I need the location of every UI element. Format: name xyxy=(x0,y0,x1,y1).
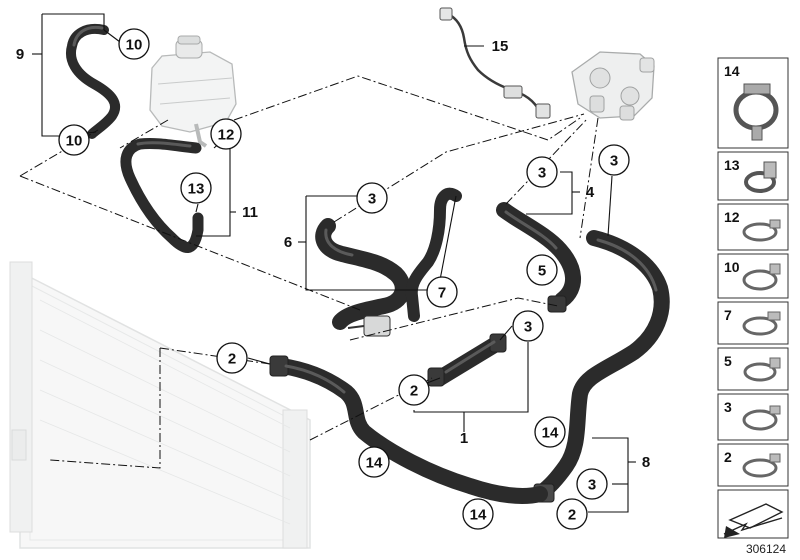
reference-code: 306124 xyxy=(746,542,786,556)
svg-text:10: 10 xyxy=(66,133,83,150)
svg-text:10: 10 xyxy=(126,37,143,54)
radiator xyxy=(9,261,311,549)
svg-text:14: 14 xyxy=(542,425,559,442)
svg-text:13: 13 xyxy=(724,157,740,173)
plain-labels: 9 15 11 4 6 1 8 xyxy=(16,38,650,471)
label-15: 15 xyxy=(492,38,509,55)
svg-text:13: 13 xyxy=(188,181,205,198)
callout-14-bottom: 14 xyxy=(462,498,494,530)
callout-3-mid: 3 xyxy=(512,310,544,342)
svg-text:3: 3 xyxy=(588,477,596,494)
legend-item-14: 14 xyxy=(717,57,789,149)
parts-legend: 14 13 12 10 7 xyxy=(717,57,789,556)
svg-text:14: 14 xyxy=(470,507,487,524)
callout-12: 12 xyxy=(210,118,242,150)
callout-7: 7 xyxy=(426,276,458,308)
svg-text:3: 3 xyxy=(368,191,376,208)
legend-item-5: 5 xyxy=(717,347,789,391)
callout-2-mid: 2 xyxy=(398,374,430,406)
expansion-tank xyxy=(149,35,237,148)
callout-3-bottom: 3 xyxy=(576,468,608,500)
callout-10-top: 10 xyxy=(118,28,150,60)
callout-2-left: 2 xyxy=(216,342,248,374)
callout-10-left: 10 xyxy=(58,124,90,156)
svg-text:2: 2 xyxy=(568,507,576,524)
callout-14-left: 14 xyxy=(358,446,390,478)
label-9: 9 xyxy=(16,46,24,63)
svg-text:3: 3 xyxy=(724,399,732,415)
svg-text:12: 12 xyxy=(218,127,235,144)
label-8: 8 xyxy=(642,454,650,471)
svg-text:14: 14 xyxy=(366,455,383,472)
sensor-wiring xyxy=(439,7,551,119)
svg-text:5: 5 xyxy=(538,263,546,280)
svg-text:5: 5 xyxy=(724,353,732,369)
label-1: 1 xyxy=(460,430,468,447)
legend-cut-arrow xyxy=(717,489,789,539)
svg-text:2: 2 xyxy=(410,383,418,400)
svg-text:7: 7 xyxy=(438,285,446,302)
leader-lines xyxy=(32,13,636,513)
callout-5: 5 xyxy=(526,254,558,286)
callout-13: 13 xyxy=(180,172,212,204)
legend-item-7: 7 xyxy=(717,301,789,345)
svg-text:12: 12 xyxy=(724,209,740,225)
callout-14-right: 14 xyxy=(534,416,566,448)
legend-item-3: 3 xyxy=(717,393,789,441)
hoses xyxy=(66,24,670,504)
svg-text:3: 3 xyxy=(538,165,546,182)
legend-item-10: 10 xyxy=(717,253,789,299)
svg-text:10: 10 xyxy=(724,259,740,275)
label-6: 6 xyxy=(284,234,292,251)
callout-3-right: 3 xyxy=(598,144,630,176)
svg-text:3: 3 xyxy=(610,153,618,170)
label-11: 11 xyxy=(242,204,258,221)
svg-text:7: 7 xyxy=(724,307,732,323)
callouts: 10 10 12 13 3 3 3 5 xyxy=(58,28,630,530)
legend-item-13: 13 xyxy=(717,151,789,201)
thermostat-housing xyxy=(571,51,655,121)
legend-item-12: 12 xyxy=(717,203,789,251)
svg-text:3: 3 xyxy=(524,319,532,336)
svg-text:2: 2 xyxy=(724,449,732,465)
svg-text:2: 2 xyxy=(228,351,236,368)
callout-3-hose-6: 3 xyxy=(356,182,388,214)
legend-item-2: 2 xyxy=(717,443,789,487)
label-4: 4 xyxy=(586,184,595,201)
svg-text:14: 14 xyxy=(724,63,740,79)
callout-2-bottom: 2 xyxy=(556,498,588,530)
callout-3-hose-4: 3 xyxy=(526,156,558,188)
